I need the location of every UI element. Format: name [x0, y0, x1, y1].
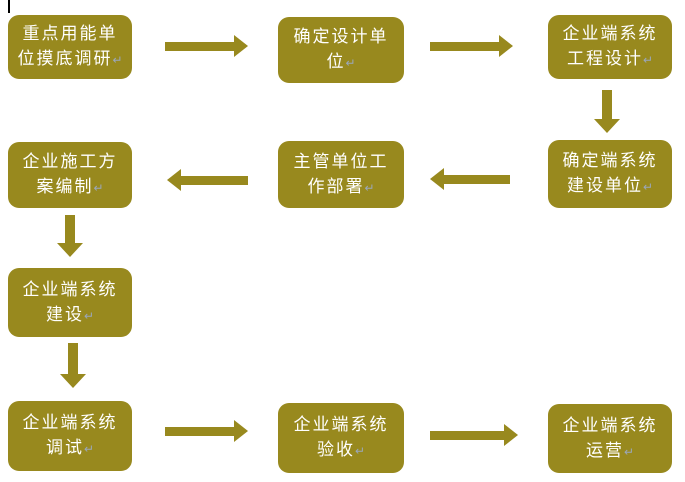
node-text-line1: 企业施工方 — [22, 152, 118, 171]
arrow-shaft — [430, 430, 504, 440]
arrow-shaft — [165, 426, 234, 436]
node-enterprise-construction-plan[interactable]: 企业施工方 案编制↵ — [8, 142, 132, 208]
node-confirm-system-construction-unit[interactable]: 确定端系统 建设单位↵ — [548, 140, 672, 208]
line-break-mark: ↵ — [112, 53, 123, 67]
node-text: 案编制 — [36, 177, 94, 196]
arrow-shaft — [65, 215, 75, 243]
node-text-line2: 建设↵ — [46, 302, 94, 329]
node-key-energy-survey[interactable]: 重点用能单 位摸底调研↵ — [8, 15, 132, 79]
node-text-line2: 调试↵ — [46, 435, 94, 462]
arrow-right-acceptance-to-operation[interactable] — [430, 424, 518, 446]
arrow-right-survey-to-design-unit[interactable] — [165, 35, 248, 57]
node-text-line2: 案编制↵ — [36, 174, 103, 201]
line-break-mark: ↵ — [83, 308, 95, 323]
arrow-shaft — [68, 343, 78, 374]
node-text-line2: 位↵ — [326, 49, 355, 76]
node-confirm-design-unit[interactable]: 确定设计单 位↵ — [278, 17, 404, 83]
arrow-head-icon — [60, 374, 86, 388]
node-text-line1: 重点用能单 — [22, 24, 118, 43]
arrow-head-icon — [499, 35, 513, 57]
arrow-shaft — [444, 174, 510, 184]
arrow-down-engineering-design-to-construction-unit[interactable] — [594, 90, 620, 133]
node-text-line1: 确定设计单 — [293, 27, 389, 46]
node-text: 建设 — [45, 304, 84, 324]
line-break-mark: ↵ — [364, 180, 375, 195]
node-text: 工程设计 — [566, 49, 643, 68]
node-text-line1: 确定端系统 — [562, 151, 658, 170]
node-text: 作部署 — [307, 176, 365, 196]
arrow-head-icon — [504, 424, 518, 446]
node-text-line2: 工程设计↵ — [567, 46, 653, 73]
line-break-mark: ↵ — [642, 180, 654, 194]
node-enterprise-system-operation[interactable]: 企业端系统 运营↵ — [548, 404, 672, 473]
node-text-line1: 企业端系统 — [562, 415, 658, 435]
node-text-line1: 企业端系统 — [22, 279, 118, 299]
node-text-line2: 位摸底调研↵ — [17, 46, 122, 73]
arrow-left-deployment-to-construction-plan[interactable] — [167, 169, 248, 191]
node-text: 位 — [326, 52, 346, 71]
node-text: 调试 — [45, 438, 84, 457]
node-text-line2: 建设单位↵ — [567, 173, 653, 200]
line-break-mark: ↵ — [623, 444, 635, 459]
arrow-head-icon — [57, 243, 83, 257]
node-enterprise-system-engineering-design[interactable]: 企业端系统 工程设计↵ — [548, 15, 672, 79]
node-text-line1: 企业端系统 — [562, 24, 658, 43]
node-text: 建设单位 — [566, 176, 643, 195]
arrow-head-icon — [167, 169, 181, 191]
node-enterprise-system-construction[interactable]: 企业端系统 建设↵ — [8, 268, 132, 337]
node-enterprise-system-acceptance[interactable]: 企业端系统 验收↵ — [278, 403, 404, 473]
arrow-down-construction-plan-to-system-construction[interactable] — [57, 215, 83, 257]
arrow-right-debugging-to-acceptance[interactable] — [165, 420, 248, 442]
arrow-head-icon — [234, 420, 248, 442]
node-text: 运营 — [585, 440, 624, 460]
arrow-shaft — [165, 41, 234, 51]
arrow-shaft — [602, 90, 612, 119]
node-authority-work-deployment[interactable]: 主管单位工 作部署↵ — [278, 141, 404, 208]
line-break-mark: ↵ — [642, 53, 654, 67]
line-break-mark: ↵ — [345, 56, 356, 70]
text-cursor — [8, 0, 10, 13]
arrow-head-icon — [234, 35, 248, 57]
node-text-line2: 运营↵ — [586, 438, 634, 465]
node-text-line1: 主管单位工 — [293, 151, 389, 171]
node-text: 位摸底调研 — [17, 49, 113, 68]
arrow-shaft — [430, 41, 499, 51]
line-break-mark: ↵ — [83, 442, 95, 456]
line-break-mark: ↵ — [93, 181, 104, 195]
arrow-down-system-construction-to-debugging[interactable] — [60, 343, 86, 388]
line-break-mark: ↵ — [354, 444, 366, 458]
arrow-head-icon — [430, 168, 444, 190]
arrow-left-construction-unit-to-deployment[interactable] — [430, 168, 510, 190]
node-text: 验收 — [316, 440, 355, 459]
arrow-shaft — [181, 175, 248, 185]
arrow-right-design-unit-to-engineering-design[interactable] — [430, 35, 513, 57]
node-text-line2: 作部署↵ — [307, 174, 374, 201]
node-text-line2: 验收↵ — [317, 437, 365, 464]
node-text-line1: 企业端系统 — [22, 413, 118, 432]
arrow-head-icon — [594, 119, 620, 133]
node-text-line1: 企业端系统 — [293, 415, 389, 434]
node-enterprise-system-debugging[interactable]: 企业端系统 调试↵ — [8, 401, 132, 471]
